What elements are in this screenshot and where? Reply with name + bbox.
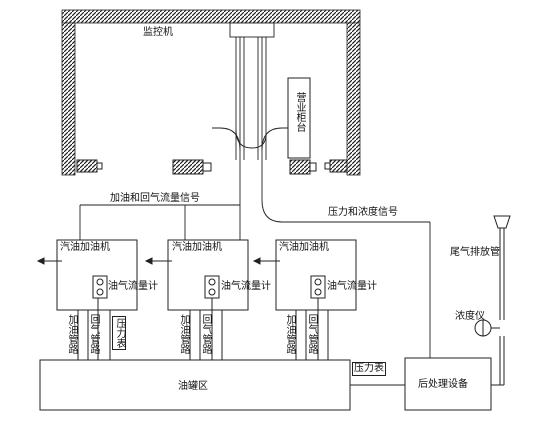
concentration-meter-label: 浓度仪 [455,311,485,322]
building-wall [61,9,361,176]
business-counter-label: 营业柜台 [294,92,305,132]
exhaust-pipe-line [491,215,511,386]
dispenser-2-return-pipe: 回气管路 [200,314,211,354]
pipelines [77,298,329,360]
dispenser-2-name: 汽油加油机 [172,242,222,253]
wall-device-right [324,159,348,173]
exhaust-pipe-label: 尾气排放管 [450,247,500,258]
cable-bundle [79,22,431,358]
dispenser-1-return-pipe: 回气管路 [88,314,99,354]
post-treatment-label: 后处理设备 [418,379,468,390]
post-treatment-box [404,357,492,411]
concentration-meter-symbol [474,319,500,337]
monitor-label: 监控机 [143,27,173,38]
dispenser-3-name: 汽油加油机 [279,242,329,253]
pressure-gauge-label: 压力表 [352,362,386,376]
dispenser-3-return-pipe: 回气管路 [306,314,317,354]
dispenser-3-flowmeter: 油气流量计 [327,281,377,292]
tank-area-label: 油罐区 [178,381,208,392]
dispenser-2-fuel-pipe: 加油管路 [178,314,189,354]
dispenser-1-pressure-gauge: 压力表 [112,316,126,350]
pump-icon-1 [172,159,212,175]
dispenser-1-name: 汽油加油机 [60,242,110,253]
dispenser-1-flowmeter: 油气流量计 [108,281,158,292]
pump-icon-2 [289,159,317,175]
dispenser-2-flowmeter: 油气流量计 [221,281,271,292]
nozzle-arrows [36,257,280,265]
business-counter-box [287,77,311,159]
dispenser-1-fuel-pipe: 加油管路 [66,314,77,354]
flow-signal-label: 加油和回气流量信号 [110,193,200,204]
wall-device-left [76,159,103,173]
flowmeter-symbols [92,275,326,299]
dispenser-3-fuel-pipe: 加油管路 [284,314,295,354]
pressure-conc-signal-label: 压力和浓度信号 [328,207,398,218]
